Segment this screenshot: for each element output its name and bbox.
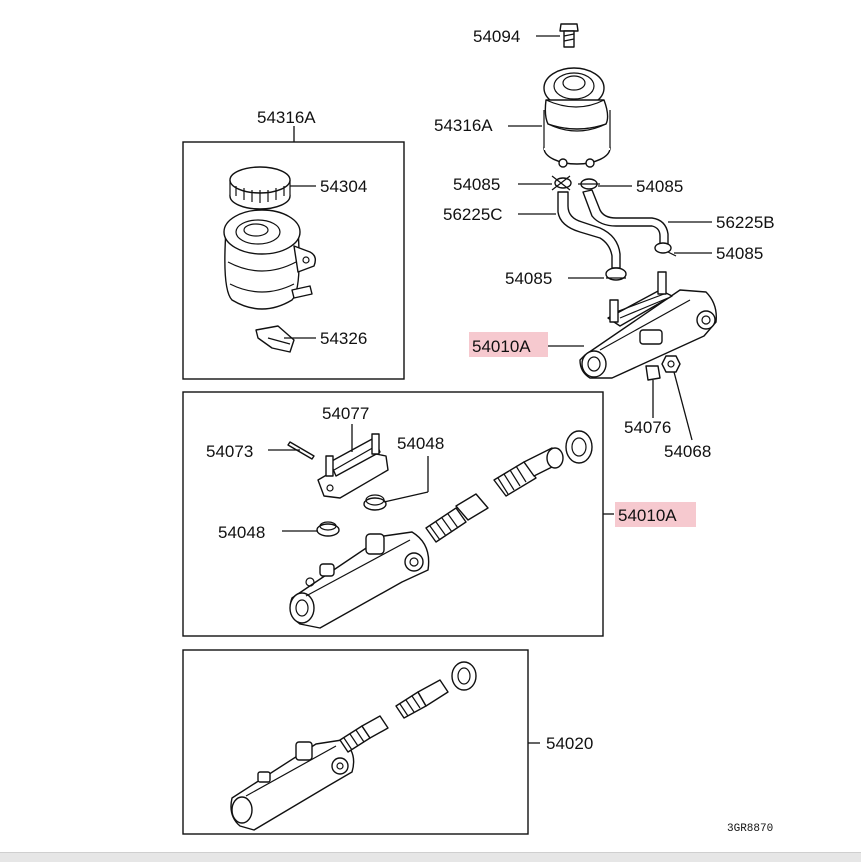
reservoir-hoses (557, 189, 669, 269)
label-54085-d[interactable]: 54085 (505, 269, 552, 288)
hose-clip-b (578, 178, 600, 190)
label-54048-a[interactable]: 54048 (397, 434, 444, 453)
label-54326[interactable]: 54326 (320, 329, 367, 348)
primary-piston-mid (493, 447, 564, 497)
nut-54068 (661, 355, 681, 373)
grommet-54048-b (316, 521, 340, 537)
reservoir-tank-upper (543, 67, 611, 168)
master-cylinder-assembly-upper (579, 271, 717, 379)
hose-clip-a (551, 175, 572, 191)
master-cylinder-body-mid (289, 531, 430, 629)
master-cylinder-kit-box (182, 391, 604, 637)
highlight-54010A-mid (615, 502, 696, 527)
label-54010A-top[interactable]: 54010A (472, 337, 531, 356)
label-54076[interactable]: 54076 (624, 418, 671, 437)
pin-54073 (287, 441, 315, 460)
grommet-54048-a (363, 494, 387, 511)
reservoir-joint-54077 (317, 433, 389, 499)
label-54085-a[interactable]: 54085 (453, 175, 500, 194)
label-54316A-kit[interactable]: 54316A (257, 108, 316, 127)
label-54048-b[interactable]: 54048 (218, 523, 265, 542)
label-54010A-mid[interactable]: 54010A (618, 506, 677, 525)
cup-seal-bottom (451, 661, 477, 691)
diagram-code: 3GR8870 (727, 823, 773, 835)
hose-clip-d (605, 267, 627, 281)
piston-kit-box (182, 649, 529, 835)
label-54020[interactable]: 54020 (546, 734, 593, 753)
reservoir-tank-kit (223, 209, 317, 310)
label-54073[interactable]: 54073 (206, 442, 253, 461)
primary-piston-bottom (395, 679, 449, 719)
grommet-54076 (645, 365, 661, 381)
label-54085-c[interactable]: 54085 (716, 244, 763, 263)
label-54094[interactable]: 54094 (473, 27, 520, 46)
label-56225B[interactable]: 56225B (716, 213, 775, 232)
label-54085-b[interactable]: 54085 (636, 177, 683, 196)
bottom-scroll-bar (0, 852, 861, 862)
reservoir-bolt (559, 23, 579, 48)
label-54316A-reservoir[interactable]: 54316A (434, 116, 493, 135)
secondary-piston-bottom (339, 715, 389, 753)
secondary-piston-mid (425, 493, 489, 543)
highlight-54010A-top (469, 332, 548, 357)
reservoir-cap (229, 166, 291, 210)
hose-clip-c (654, 242, 677, 257)
cup-seal-mid (565, 430, 593, 464)
label-54077[interactable]: 54077 (322, 404, 369, 423)
master-cylinder-body-bottom (230, 739, 355, 831)
label-54304[interactable]: 54304 (320, 177, 367, 196)
reservoir-seal (255, 325, 295, 353)
label-56225C[interactable]: 56225C (443, 205, 503, 224)
leader-lines (268, 35, 712, 744)
label-54068[interactable]: 54068 (664, 442, 711, 461)
